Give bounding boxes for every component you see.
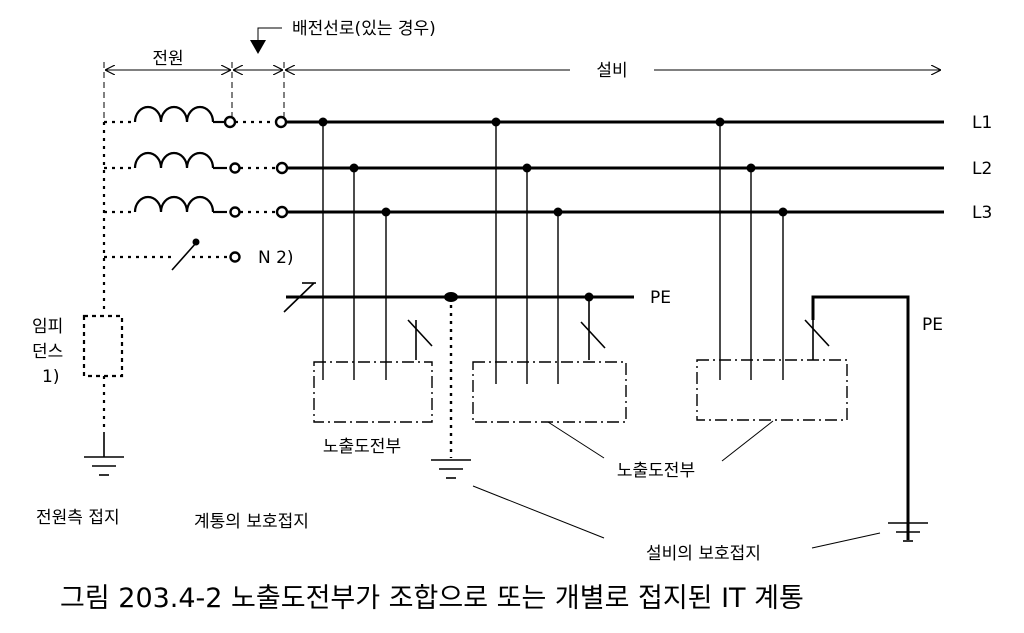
eq2-pe-switch [580,321,606,349]
installation-earthing-label: 설비의 보호접지 [646,544,761,564]
junction-eq1-l2 [349,163,359,173]
individual-pe-conductor [811,295,910,540]
neutral-switch-blade [171,242,197,271]
feeder-leader [257,27,282,40]
source-earth-icon [84,432,124,476]
installation-earth-icon-2 [888,522,928,542]
source-label: 전원 [152,49,183,69]
source-terminal-l2 [229,162,241,174]
installation-terminal-l2 [275,161,289,175]
impedance-label-line1: 임피 [32,317,63,337]
l1-label: L1 [972,113,992,133]
installation-label: 설비 [596,61,627,81]
equipment-pe-links [407,319,830,360]
exposed-part-3 [696,359,848,421]
l2-label: L2 [972,159,992,179]
leader-exposed-2 [547,421,605,459]
installation-earth-icon-1 [431,459,471,479]
exposed-part-2 [472,361,627,423]
leader-installation-earth-right [811,532,881,549]
junction-eq1-l1 [318,117,328,127]
phase-conductors [286,120,944,214]
junction-eq2-l3 [553,207,563,217]
pe-label-left: PE [650,288,671,308]
impedance-label-line3: 1) [42,367,59,387]
leader-exposed-3 [721,420,774,462]
equipment-taps [322,122,784,384]
junction-eq3-l3 [778,207,788,217]
eq1-pe-switch [407,319,433,347]
neutral-switch-pivot [192,238,200,246]
source-earthing-label: 전원측 접지 [36,508,120,528]
exposed-part-boxes [313,359,848,423]
junction-eq3-l1 [715,117,725,127]
source-winding-l1 [133,105,215,123]
source-winding-l2 [133,151,215,169]
figure-caption: 그림 203.4-2 노출도전부가 조합으로 또는 개별로 접지된 IT 계통 [60,583,804,614]
junction-dots [318,117,788,302]
impedance-box [82,314,124,378]
leader-lines [472,420,881,549]
feeder-line-label: 배전선로(있는 경우) [292,19,436,39]
neutral-label: N 2) [258,248,294,268]
dimension-lines [103,27,940,118]
leader-installation-earth-left [472,485,605,539]
pe-label-right: PE [922,315,943,335]
installation-terminal-l1 [274,115,288,129]
l3-label: L3 [972,203,992,223]
impedance-label-line2: 던스 [32,342,63,362]
system-earthing-label: 계통의 보호접지 [194,512,309,532]
pe-bar-end-slash [283,282,315,313]
junction-eq2-l1 [491,117,501,127]
neutral-terminal [229,251,241,263]
exposed-parts-label-2: 노출도전부 [617,461,695,481]
source-winding-l3 [133,195,215,213]
junction-eq1-l3 [381,207,391,217]
feeder-pointer-icon [250,40,266,54]
installation-terminal-l3 [275,205,289,219]
exposed-part-1 [313,361,433,423]
junction-eq2-l2 [522,163,532,173]
eq3-pe-switch [804,319,830,347]
source-side [82,105,289,432]
source-terminal-l1 [223,115,237,129]
source-terminal-l3 [229,206,241,218]
exposed-parts-label-1: 노출도전부 [323,437,401,457]
pe-right-conductor [811,295,910,540]
junction-eq3-l2 [746,163,756,173]
shared-pe-conductor [283,282,634,458]
